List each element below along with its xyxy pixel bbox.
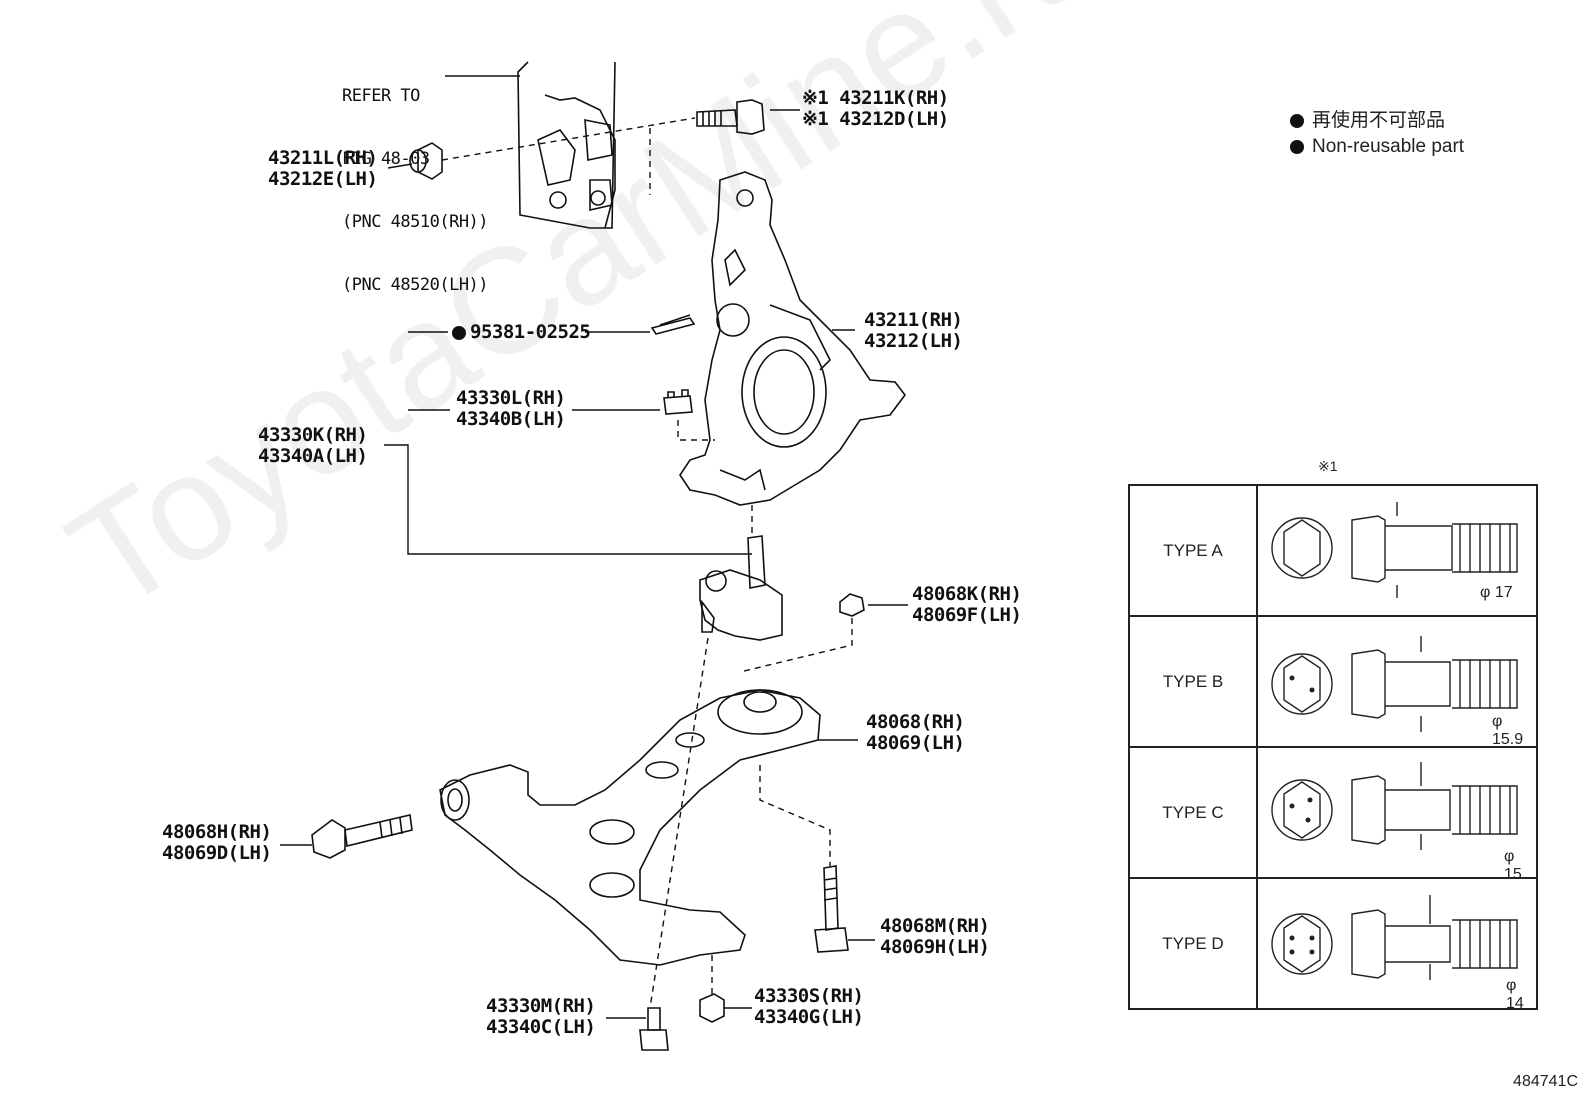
ball-joint (699, 535, 783, 641)
label-balljoint-bolt: 43330M(RH)43340C(LH) (486, 995, 596, 1038)
balljoint-nut (699, 993, 725, 1023)
table-mark: ※1 (1318, 458, 1338, 474)
type-picture: φ 17 (1256, 484, 1538, 617)
label-cotter-pin: 95381-02525 (470, 321, 591, 343)
type-picture: φ 15 (1256, 746, 1538, 883)
refer-line-2: FIG 48-03 (342, 149, 430, 169)
arm-nut (839, 593, 865, 617)
castle-nut (663, 389, 693, 415)
lower-control-arm (439, 689, 821, 966)
legend: 再使用不可部品 Non-reusable part (1290, 108, 1464, 160)
label-knuckle-nut: 43211L(RH)43212E(LH) (268, 147, 378, 190)
non-reusable-dot-icon (1290, 139, 1304, 154)
type-name: TYPE D (1128, 877, 1258, 1010)
label-knuckle-bolt: ※1 43211K(RH)※1 43212D(LH) (802, 87, 949, 130)
non-reusable-mark (452, 326, 466, 340)
balljoint-bolt (639, 1007, 669, 1051)
steering-knuckle (679, 171, 907, 506)
refer-line-3: (PNC 48510(RH)) (342, 212, 489, 232)
label-knuckle: 43211(RH)43212(LH) (864, 309, 963, 352)
table-row: TYPE B φ 15.9 (1128, 615, 1538, 748)
type-diameter: φ 15.9 (1492, 713, 1524, 748)
table-row: TYPE D φ 14 (1128, 877, 1538, 1012)
table-row: TYPE C φ 15 (1128, 746, 1538, 883)
label-ball-joint: 43330K(RH)43340A(LH) (258, 424, 368, 467)
type-name: TYPE B (1128, 615, 1258, 748)
bolt-types-table: TYPE A φ 17 TYPE B φ 15.9 TYPE C φ 15 TY… (1128, 484, 1538, 1012)
label-castle-nut: 43330L(RH)43340B(LH) (456, 387, 566, 430)
type-diameter: φ 17 (1480, 584, 1513, 601)
refer-line-1: REFER TO (342, 86, 420, 106)
refer-line-4: (PNC 48520(LH)) (342, 275, 489, 295)
type-name: TYPE A (1128, 484, 1258, 617)
front-arm-bolt (311, 814, 413, 859)
label-rear-arm-bolt: 48068M(RH)48069H(LH) (880, 915, 990, 958)
type-diameter: φ 14 (1506, 977, 1524, 1012)
strut-bracket (517, 61, 616, 229)
label-balljoint-nut: 43330S(RH)43340G(LH) (754, 985, 864, 1028)
type-picture: φ 15.9 (1256, 615, 1538, 748)
legend-en: Non-reusable part (1290, 134, 1464, 160)
figure-id: 484741C (1513, 1073, 1578, 1090)
type-name: TYPE C (1128, 746, 1258, 879)
rear-arm-bolt (814, 865, 849, 953)
label-arm-nut: 48068K(RH)48069F(LH) (912, 583, 1022, 626)
cotter-pin (650, 314, 696, 335)
refer-note: REFER TO FIG 48-03 (PNC 48510(RH)) (PNC … (342, 44, 489, 317)
knuckle-bolt (696, 99, 765, 135)
legend-ja: 再使用不可部品 (1290, 108, 1464, 134)
label-front-arm-bolt: 48068H(RH)48069D(LH) (162, 821, 272, 864)
label-lower-arm: 48068(RH)48069(LH) (866, 711, 965, 754)
type-picture: φ 14 (1256, 877, 1538, 1012)
table-row: TYPE A φ 17 (1128, 484, 1538, 617)
knuckle-nut (409, 142, 443, 180)
non-reusable-dot-icon (1290, 113, 1304, 128)
